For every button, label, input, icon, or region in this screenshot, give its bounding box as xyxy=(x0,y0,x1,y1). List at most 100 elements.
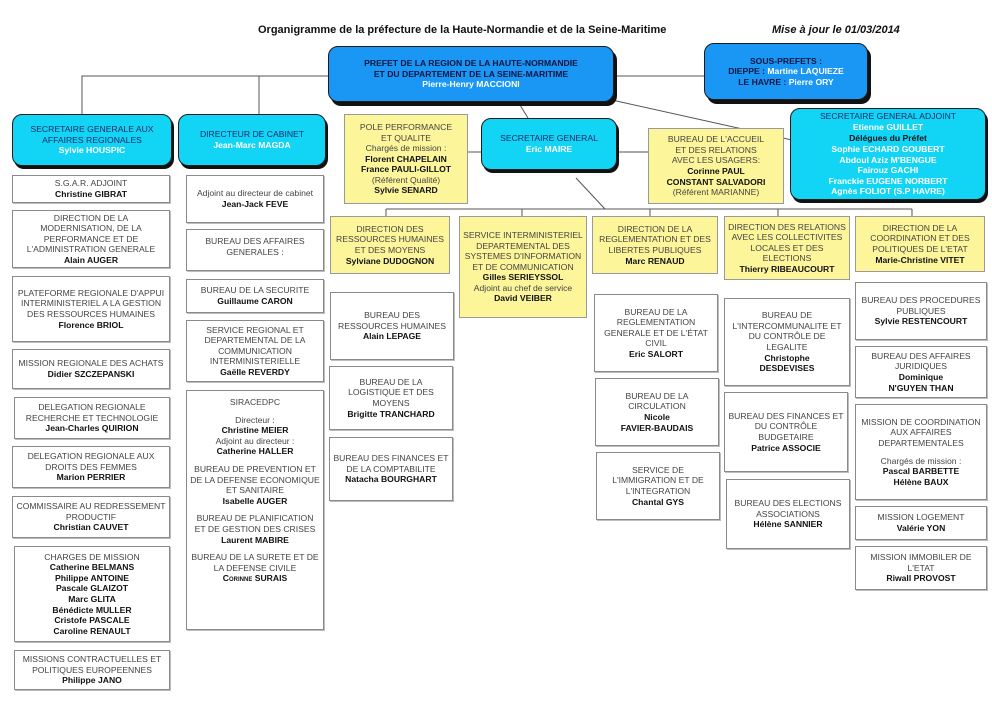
delegue-name: Sophie ECHARD GOUBERT xyxy=(831,144,945,155)
bureau-box[interactable]: SERVICE DE L'IMMIGRATION ET DE L'INTEGRA… xyxy=(596,452,720,520)
bureau-box[interactable]: MISSION DE COORDINATION AUX AFFAIRES DEP… xyxy=(855,404,987,500)
direction-label: DIRECTION DE LA COORDINATION ET DES POLI… xyxy=(870,222,970,254)
sgar-unit[interactable]: COMMISSAIRE AU REDRESSEMENT PRODUCTIF Ch… xyxy=(12,496,170,538)
bureau-box[interactable]: BUREAU DES FINANCES ET DE LA COMPTABILIT… xyxy=(329,437,453,501)
bureau-box[interactable]: BUREAU DES RESSOURCES HUMAINES Alain LEP… xyxy=(330,292,454,360)
bureau-box[interactable]: MISSION LOGEMENT Valérie YON xyxy=(855,506,987,540)
bureau-name: Natacha BOURGHART xyxy=(345,474,437,485)
sgar-unit[interactable]: MISSION REGIONALE DES ACHATS Didier SZCZ… xyxy=(12,349,170,389)
direction-box-sidsic[interactable]: SERVICE INTERMINISTERIEL DEPARTEMENTAL D… xyxy=(459,216,587,318)
bureau-box[interactable]: BUREAU DES FINANCES ET DU CONTRÔLE BUDGE… xyxy=(724,392,848,472)
bureau-name: N'GUYEN THAN xyxy=(888,382,954,393)
sg-adjoint-box[interactable]: SECRETAIRE GENERAL ADJOINT Etienne GUILL… xyxy=(790,108,986,200)
siracedpc-box[interactable]: SIRACEDPC Directeur : Christine MEIER Ad… xyxy=(186,390,324,630)
bureau-box[interactable]: BUREAU DES ELECTIONS ASSOCIATIONS Hélène… xyxy=(726,479,850,549)
unit-label: BUREAU DES AFFAIRES GENERALES : xyxy=(205,236,305,257)
bureau-name: DESDEVISES xyxy=(759,363,815,374)
delegue-name: Abdoul Aziz M'BENGUE xyxy=(839,154,937,165)
sgar-title-line1: SECRETAIRE GENERALE AUX xyxy=(30,124,154,135)
accueil-line1: BUREAU DE L'ACCUEIL xyxy=(667,134,765,145)
unit-label: DELEGATION REGIONALE AUX DROITS DES FEMM… xyxy=(27,451,155,472)
bureau-name: Hélène SANNIER xyxy=(753,519,823,530)
unit-name: Caroline RENAULT xyxy=(53,625,131,636)
unit-name: Philippe JANO xyxy=(62,675,122,686)
bureau-box[interactable]: BUREAU DE LA REGLEMENTATION GENERALE ET … xyxy=(594,294,718,372)
sgar-unit[interactable]: DIRECTION DE LA MODERNISATION, DE LA PER… xyxy=(12,210,170,268)
bureau-label: BUREAU DE LA LOGISTIQUE ET DES MOYENS xyxy=(348,376,434,408)
bureau-name: Brigitte TRANCHARD xyxy=(347,408,435,419)
secretaire-general-box[interactable]: SECRETAIRE GENERAL Eric MAIRE xyxy=(481,118,617,170)
prefet-name: Pierre-Henry MACCIONI xyxy=(422,79,520,90)
bureau-name: Patrice ASSOCIE xyxy=(751,442,821,453)
bureau-name: FAVIER-BAUDAIS xyxy=(620,422,694,433)
direction-box-reglementation[interactable]: DIRECTION DE LA REGLEMENTATION ET DES LI… xyxy=(592,216,718,274)
unit-name: Bénédicte MULLER xyxy=(52,604,132,615)
deputy-label: Adjoint au directeur : xyxy=(215,435,295,446)
bureau-box[interactable]: BUREAU DES PROCEDURES PUBLIQUES Sylvie R… xyxy=(855,282,987,340)
bureau-box[interactable]: BUREAU DE LA CIRCULATION Nicole FAVIER-B… xyxy=(595,378,719,446)
update-date: Mise à jour le 01/03/2014 xyxy=(772,24,900,36)
bureau-name: Riwall PROVOST xyxy=(886,573,956,584)
accueil-line3: AVEC LES USAGERS: xyxy=(671,155,761,166)
sgar-unit[interactable]: MISSIONS CONTRACTUELLES ET POLITIQUES EU… xyxy=(14,650,170,690)
bureau-label: BUREAU DES FINANCES ET DE LA COMPTABILIT… xyxy=(333,453,449,474)
unit-label: COMMISSAIRE AU REDRESSEMENT PRODUCTIF xyxy=(16,501,166,522)
direction-box-collectivites[interactable]: DIRECTION DES RELATIONS AVEC LES COLLECT… xyxy=(724,216,850,280)
cabinet-unit[interactable]: Adjoint au directeur de cabinet Jean-Jac… xyxy=(186,175,324,223)
sg-name: Eric MAIRE xyxy=(525,144,573,154)
bureau-label: MISSION DE COORDINATION AUX AFFAIRES DEP… xyxy=(861,416,981,448)
bureau-name: Hélène BAUX xyxy=(893,476,949,487)
sgar-unit[interactable]: PLATEFORME REGIONALE D'APPUI INTERMINIST… xyxy=(12,276,170,342)
pole-performance-box[interactable]: POLE PERFORMANCE ET QUALITE Chargés de m… xyxy=(344,114,468,204)
bureau-label: BUREAU DES AFFAIRES JURIDIQUES xyxy=(871,350,971,372)
cabinet-box[interactable]: DIRECTEUR DE CABINET Jean-Marc MAGDA xyxy=(178,114,326,166)
unit-name: Gaëlle REVERDY xyxy=(220,366,290,377)
bureau-name: Eric SALORT xyxy=(629,348,683,359)
unit-label: SERVICE REGIONAL ET DEPARTEMENTAL DE LA … xyxy=(204,324,306,367)
sgar-unit[interactable]: DELEGATION REGIONALE RECHERCHE ET TECHNO… xyxy=(14,397,170,439)
bureau-box[interactable]: BUREAU DES AFFAIRES JURIDIQUES Dominique… xyxy=(855,346,987,398)
bureau-label: BUREAU DES RESSOURCES HUMAINES xyxy=(338,310,446,331)
siracedpc-title: SIRACEDPC xyxy=(229,397,281,407)
cabinet-unit[interactable]: SERVICE REGIONAL ET DEPARTEMENTAL DE LA … xyxy=(186,320,324,382)
sgar-box[interactable]: SECRETAIRE GENERALE AUX AFFAIRES REGIONA… xyxy=(12,114,172,166)
bureau-name: Pascal BARBETTE xyxy=(882,466,960,477)
bureau-sub: Chargés de mission : xyxy=(880,455,962,466)
unit-label: DELEGATION REGIONALE RECHERCHE ET TECHNO… xyxy=(25,402,159,423)
pole-name: Florent CHAPELAIN xyxy=(365,153,447,164)
sga-name: Etienne GUILLET xyxy=(852,121,924,132)
bureau-accueil-box[interactable]: BUREAU DE L'ACCUEIL ET DES RELATIONS AVE… xyxy=(648,128,784,204)
prefet-box[interactable]: PREFET DE LA REGION DE LA HAUTE-NORMANDI… xyxy=(328,46,614,102)
cabinet-unit[interactable]: BUREAU DES AFFAIRES GENERALES : xyxy=(186,229,324,271)
cabinet-unit[interactable]: BUREAU DE LA SECURITE Guillaume CARON xyxy=(186,279,324,313)
connector-sg-directions xyxy=(575,177,606,210)
direction-label: SERVICE INTERMINISTERIEL DEPARTEMENTAL D… xyxy=(463,229,583,272)
direction-label: DIRECTION DES RESSOURCES HUMAINES ET DES… xyxy=(336,223,444,255)
sous-prefets-box[interactable]: SOUS-PREFETS : DIEPPE : Martine LAQUIEZE… xyxy=(704,43,868,100)
unit-name: Jean-Charles QUIRION xyxy=(45,423,139,434)
sgar-title-line2: AFFAIRES REGIONALES xyxy=(42,134,142,145)
sgar-unit[interactable]: DELEGATION REGIONALE AUX DROITS DES FEMM… xyxy=(12,446,170,488)
connector-prefet-sg xyxy=(519,104,529,119)
delegues-title: Délégues du Préfet xyxy=(849,133,927,144)
connector-prefet-sgar xyxy=(81,75,330,116)
sgar-unit-charges-mission[interactable]: CHARGES DE MISSION Catherine BELMANS Phi… xyxy=(14,546,170,642)
bureau-box[interactable]: BUREAU DE L'INTERCOMMUNALITE ET DU CONTR… xyxy=(724,298,850,386)
accueil-name: Corinne PAUL xyxy=(687,166,745,176)
director-label: Directeur : xyxy=(235,414,275,425)
bureau-box[interactable]: MISSION IMMOBILER DE L'ETAT Riwall PROVO… xyxy=(855,546,987,590)
bureau-box[interactable]: BUREAU DE LA LOGISTIQUE ET DES MOYENS Br… xyxy=(329,366,453,430)
unit-name: Alain AUGER xyxy=(63,254,119,265)
direction-box-coordination[interactable]: DIRECTION DE LA COORDINATION ET DES POLI… xyxy=(855,216,985,272)
sous-prefets-title: SOUS-PREFETS : xyxy=(749,55,823,66)
pole-name: France PAULI-GILLOT xyxy=(360,164,452,175)
unit-name: Guillaume CARON xyxy=(217,296,293,306)
unit-label: CHARGES DE MISSION xyxy=(44,551,140,562)
sgar-unit[interactable]: S.G.A.R. ADJOINT Christine GIBRAT xyxy=(12,175,170,203)
bureau-name: Alain LEPAGE xyxy=(362,331,422,342)
direction-box-rh[interactable]: DIRECTION DES RESSOURCES HUMAINES ET DES… xyxy=(330,216,450,274)
accueil-name: CONSTANT SALVADORI xyxy=(666,176,766,187)
bureau-name-last: SURAIS xyxy=(254,573,288,584)
unit-name: Pascale GLAIZOT xyxy=(55,583,129,594)
pole-title-line1: POLE PERFORMANCE xyxy=(359,121,453,132)
